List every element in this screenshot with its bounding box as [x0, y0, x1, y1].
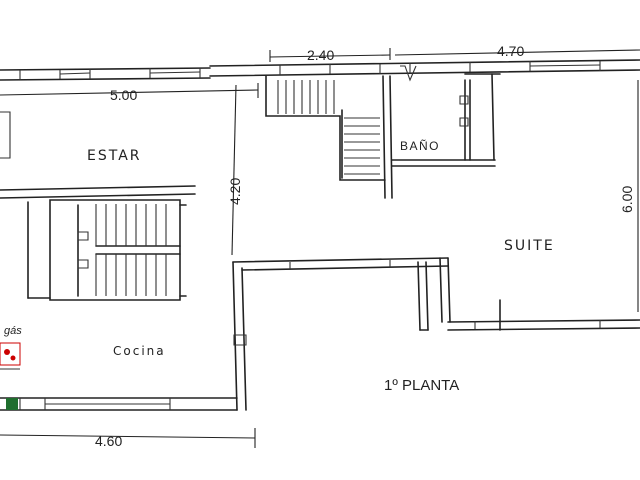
- gas-label: gás: [4, 325, 22, 337]
- room-label-suite: SUITE: [504, 238, 555, 254]
- svg-text:6.00: 6.00: [619, 186, 635, 213]
- suite-walls: [418, 258, 640, 330]
- kitchen-walls: [0, 258, 448, 410]
- dimension-5-00: 5.00: [0, 83, 258, 103]
- svg-text:4.60: 4.60: [95, 433, 122, 449]
- dimension-4-70: 4.70: [395, 43, 640, 59]
- svg-text:2.40: 2.40: [307, 47, 334, 63]
- dimension-4-60: 4.60: [0, 428, 255, 449]
- top-wall: [0, 60, 640, 80]
- dimension-2-40: 2.40: [270, 47, 390, 63]
- green-marker: [6, 398, 18, 410]
- main-stair: [28, 200, 186, 300]
- room-label-estar: ESTAR: [87, 148, 142, 164]
- floor-label: 1º PLANTA: [384, 377, 459, 394]
- room-label-cocina: Cocina: [113, 344, 166, 358]
- gas-marker: [0, 343, 20, 365]
- room-label-bano: BAÑO: [400, 139, 440, 153]
- dimension-4-20: 4.20: [227, 85, 243, 255]
- svg-text:4.70: 4.70: [497, 43, 524, 59]
- living-left-wall: [0, 112, 195, 198]
- svg-text:5.00: 5.00: [110, 87, 137, 103]
- dimension-6-00: 6.00: [619, 80, 638, 312]
- bathroom-walls: [392, 66, 500, 166]
- upper-stair: [266, 76, 392, 198]
- svg-text:4.20: 4.20: [227, 178, 243, 205]
